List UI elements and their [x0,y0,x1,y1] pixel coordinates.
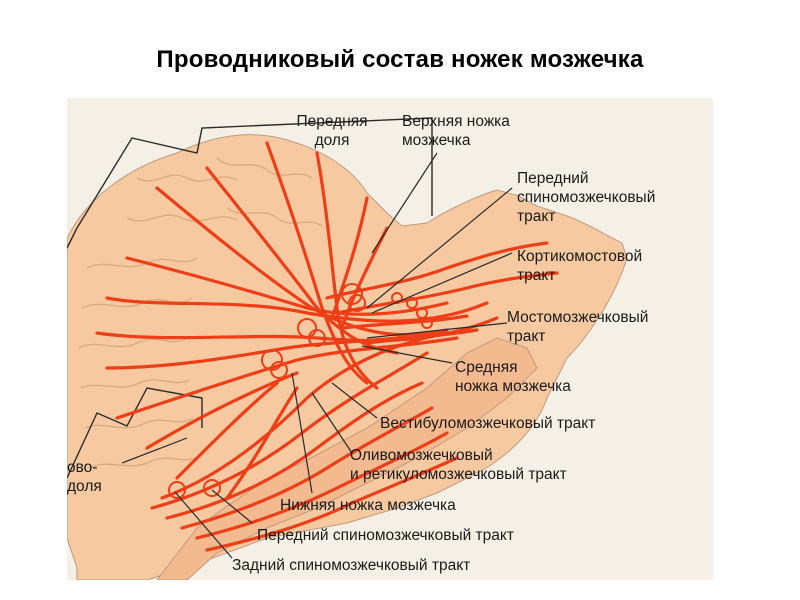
label-superior-peduncle: Верхняя ножка мозжечка [402,113,510,149]
label-posterior-spinocerebellar: Задний спиномозжечковый тракт [232,557,471,574]
label-middle-peduncle: Средняя ножка мозжечка [455,359,571,395]
posterior-lobe-bracket [67,227,78,249]
tract-cross-sections [168,283,433,499]
label-anterior-spinocerebellar-top: Передний спиномозжечковый тракт [517,170,656,225]
label-posterior-lobe-cut: ово- доля [67,459,102,495]
label-inferior-peduncle: Нижняя ножка мозжечка [280,497,456,514]
label-anterior-spinocerebellar-bottom: Передний спиномозжечковый тракт [257,527,514,544]
anterior-lobe-bracket [76,117,433,229]
label-pontocerebellar: Мостомозжечковый тракт [507,309,649,345]
fibre-tracts [95,141,559,552]
label-anterior-lobe: Передняя доля [296,113,368,149]
label-corticopontine: Кортикомостовой тракт [517,248,643,284]
folia-texture [78,157,323,469]
leader-lines [121,152,513,559]
posterior-lobe-bottom-bracket [67,387,203,479]
cerebellum-body [67,134,628,580]
cerebellum-diagram [67,117,628,580]
label-vestibulocerebellar: Вестибуломозжечковый тракт [380,415,596,432]
label-olivo-reticulocerebellar: Оливомозжечковый и ретикуломозжечковый т… [350,447,567,483]
slide-title: Проводниковый состав ножек мозжечка [156,46,644,73]
cerebellar-peduncles-figure: Передняя доля Верхняя ножка мозжечка Пер… [67,98,713,580]
